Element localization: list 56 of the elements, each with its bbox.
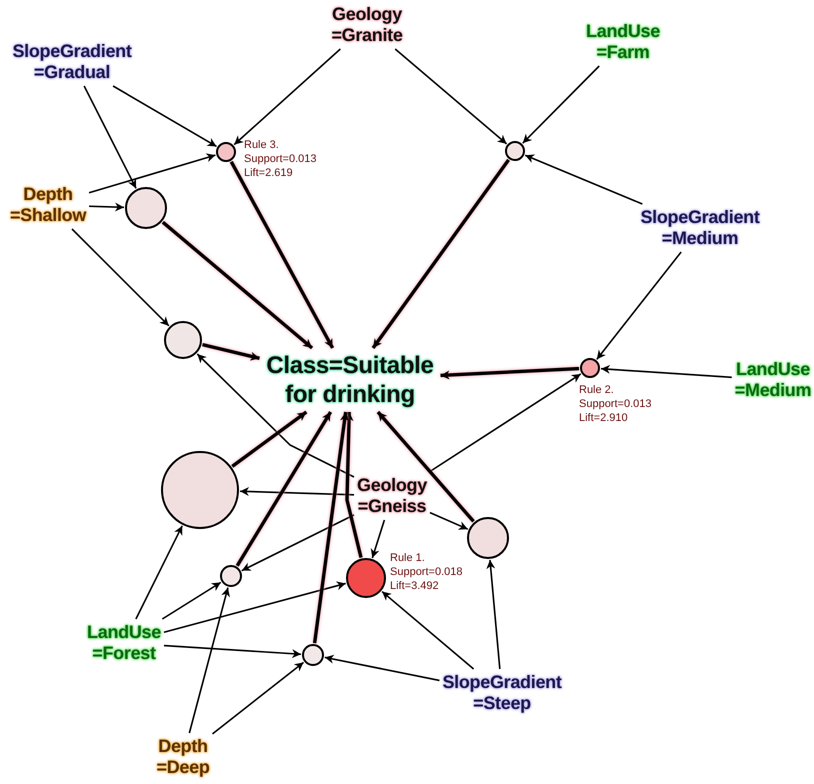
arrow [370, 520, 386, 558]
arrow [135, 525, 183, 620]
arrow [83, 86, 137, 189]
arrow [344, 412, 363, 558]
arrow [486, 560, 501, 670]
arrow [71, 228, 170, 326]
arrow [376, 410, 475, 523]
rule-circle [164, 321, 202, 359]
rule-circle [302, 644, 324, 666]
arrow [89, 202, 124, 212]
arrow [164, 581, 346, 634]
arrow [524, 154, 643, 205]
rule-stat: Rule 2. [579, 383, 614, 397]
arrow [440, 366, 580, 380]
arrow [312, 412, 349, 644]
arrow [596, 252, 682, 360]
arrow [394, 48, 508, 144]
arrow [428, 373, 582, 473]
arrow [236, 411, 332, 567]
rule-stat: Rule 1. [390, 551, 425, 565]
arrow [231, 410, 308, 468]
arrow [372, 158, 510, 349]
arrow [112, 85, 217, 148]
arrow [522, 65, 600, 144]
arrow [241, 514, 354, 572]
arrow [188, 587, 230, 734]
arrow [88, 153, 216, 194]
arrow [234, 48, 341, 146]
arrow [196, 353, 354, 478]
arrow [382, 590, 474, 670]
rule-stat: Support=0.013 [244, 152, 316, 166]
rule-circle [467, 517, 509, 559]
attribute-label: Depth =Deep [156, 736, 210, 778]
rule-stat: Lift=2.619 [244, 166, 293, 180]
rule-circle [580, 358, 600, 378]
arrow [240, 487, 354, 496]
rule-circle [220, 565, 242, 587]
arrow [600, 364, 732, 378]
rule-stat: Lift=3.492 [390, 579, 439, 593]
rule-stat: Support=0.013 [579, 397, 652, 411]
arrow [164, 644, 302, 658]
arrow [162, 582, 222, 620]
rule-circle [125, 187, 167, 229]
arrow [212, 662, 304, 734]
rule-stat: Lift=2.910 [579, 411, 628, 425]
rule-circle [346, 558, 386, 598]
arrow [324, 654, 440, 682]
rule-stat: Support=0.018 [390, 565, 462, 579]
rule-stat: Rule 3. [244, 138, 279, 152]
rule-circle [505, 141, 525, 161]
arrow [162, 220, 314, 350]
attribute-label: SlopeGradient =Steep [442, 672, 562, 714]
arrow [430, 512, 468, 530]
rule-circle [216, 142, 236, 162]
arrow [202, 343, 260, 361]
arrow [230, 160, 334, 349]
